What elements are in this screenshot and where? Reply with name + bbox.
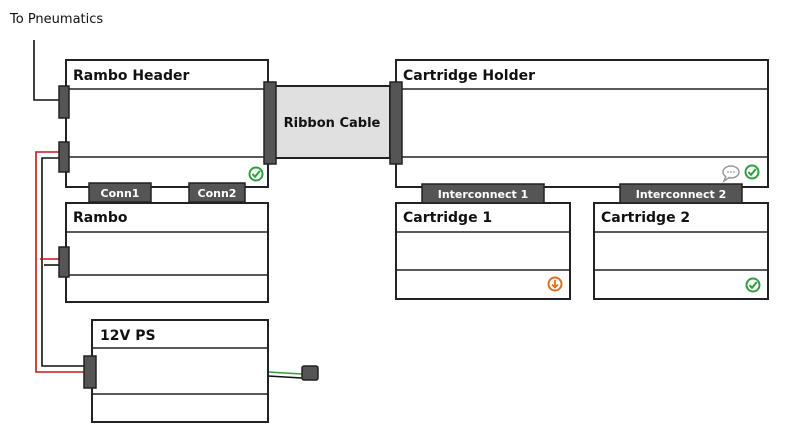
pneumatics-wire [33, 40, 60, 101]
rambo-header-title: Rambo Header [73, 68, 190, 84]
rambo-box: Rambo [65, 202, 269, 303]
cartridge-1-title: Cartridge 1 [403, 210, 492, 226]
power-supply-title: 12V PS [100, 328, 156, 344]
conn2-label: Conn2 [198, 187, 237, 200]
power-supply-output-plug [301, 365, 319, 381]
ribbon-connector-right [389, 81, 403, 165]
comment-icon [722, 165, 740, 183]
check-icon [745, 277, 761, 293]
download-icon [547, 276, 563, 292]
power-supply-box: 12V PS [91, 319, 269, 423]
power-wire-black-outer [41, 157, 84, 367]
interconnect-2-label: Interconnect 2 [636, 188, 727, 201]
ribbon-connector-left [263, 81, 277, 165]
cartridge-2-title: Cartridge 2 [601, 210, 690, 226]
cartridge-holder-box: Cartridge Holder [395, 59, 769, 188]
pneumatics-connector [58, 85, 70, 119]
check-icon [248, 166, 264, 182]
ribbon-cable-label: Ribbon Cable [284, 116, 381, 131]
wiring [33, 40, 303, 379]
output-wire-green [267, 371, 303, 375]
conn1-label: Conn1 [101, 187, 140, 200]
cartridge-1-box: Cartridge 1 [395, 202, 571, 300]
rambo-header-box: Rambo Header [65, 59, 269, 188]
rambo-title: Rambo [73, 210, 128, 226]
check-icon [744, 164, 760, 180]
interconnect-1-label: Interconnect 1 [438, 188, 529, 201]
cartridge-holder-title: Cartridge Holder [403, 68, 535, 84]
power-connector-rambo [58, 246, 70, 278]
to-pneumatics-label: To Pneumatics [9, 12, 103, 27]
power-connector-header [58, 141, 70, 173]
conn1-tab: Conn1 [88, 182, 152, 203]
ribbon-cable: Ribbon Cable [273, 85, 391, 159]
interconnect-1-tab: Interconnect 1 [421, 183, 545, 204]
interconnect-2-tab: Interconnect 2 [619, 183, 743, 204]
power-wire-red-outer [35, 151, 84, 373]
conn2-tab: Conn2 [188, 182, 246, 203]
power-supply-input-connector [83, 355, 97, 389]
cartridge-2-box: Cartridge 2 [593, 202, 769, 300]
output-wire-black [267, 375, 303, 379]
connectors [58, 81, 403, 389]
